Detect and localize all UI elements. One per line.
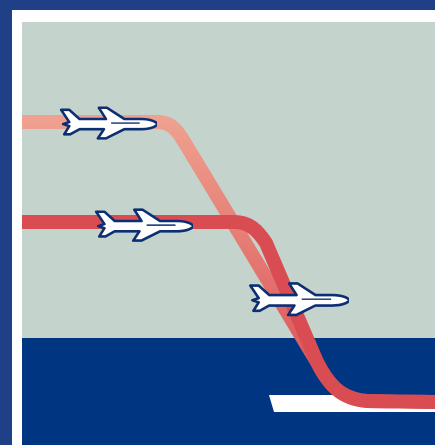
ground-area — [22, 338, 435, 445]
approach-path-diagram — [12, 10, 435, 445]
diagram-card — [12, 10, 435, 445]
sky-area — [22, 22, 435, 352]
